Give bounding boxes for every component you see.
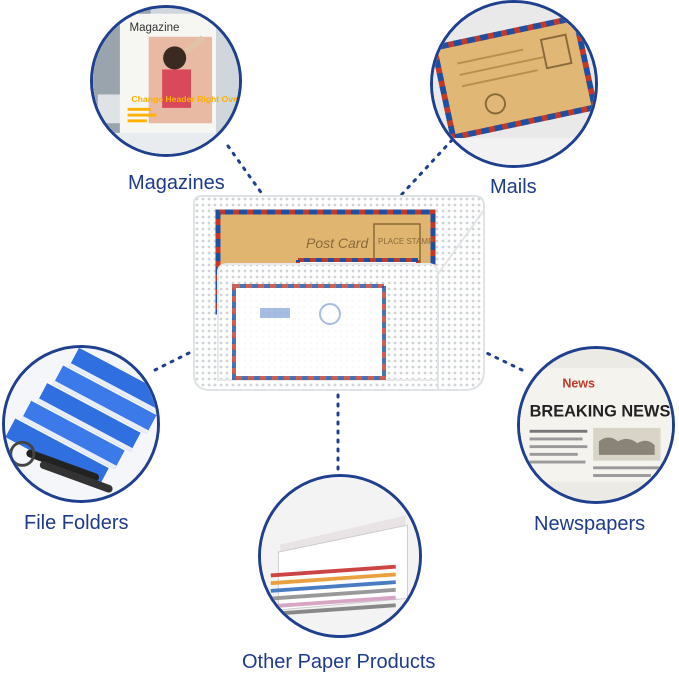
label-magazines: Magazines bbox=[128, 172, 225, 194]
newspaper-masthead: News bbox=[562, 376, 595, 390]
label-file-folders: File Folders bbox=[24, 512, 129, 534]
label-newspapers: Newspapers bbox=[534, 513, 646, 535]
postcard-text: Post Card bbox=[306, 235, 369, 251]
stamp-text: PLACE STAMP bbox=[378, 237, 433, 246]
mails-image bbox=[430, 0, 598, 168]
file-folders-image bbox=[2, 345, 160, 503]
magazine-title: Magazine bbox=[130, 22, 180, 34]
label-mails: Mails bbox=[490, 176, 537, 198]
mesh-wall-file-holder: Post Card PLACE STAMP bbox=[188, 190, 488, 400]
label-other-paper-products: Other Paper Products bbox=[242, 651, 436, 673]
other-paper-products-image bbox=[258, 474, 422, 638]
newspapers-image: News BREAKING NEWS bbox=[517, 346, 675, 504]
magazine-headline: Change Header Right Over Here bbox=[131, 94, 239, 104]
magazines-image: Magazine Change Header Right Over Here bbox=[90, 5, 242, 157]
newspaper-headline: BREAKING NEWS bbox=[530, 402, 671, 420]
